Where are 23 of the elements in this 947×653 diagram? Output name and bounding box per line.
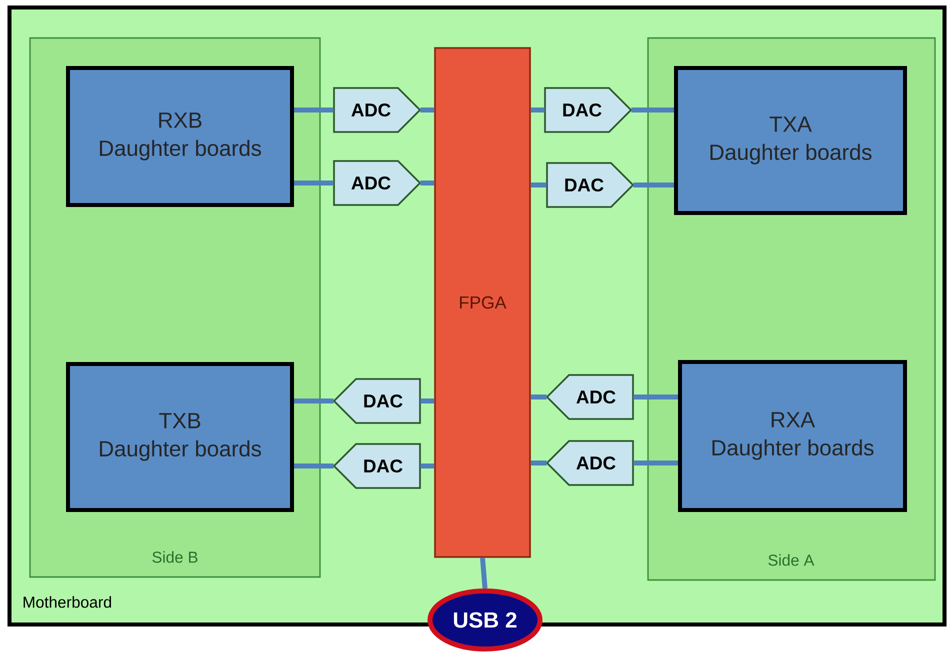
connector-line [420,464,434,468]
daughter-board-box: TXB Daughter boards [66,362,294,512]
connector-line [530,182,547,188]
connector-line [530,108,545,112]
connector-line [420,108,434,112]
daughter-board-box: TXA Daughter boards [674,66,907,215]
connector-line [294,180,334,186]
connector-line [294,108,334,112]
connector-line [420,180,434,186]
connector-line [633,182,674,188]
connector-line [294,398,334,404]
usb-port: USB 2 [428,588,542,652]
connector-line [631,108,674,112]
fpga-block: FPGA [434,47,531,558]
connector-line [480,558,488,589]
connector-line [633,460,678,466]
connector-line [294,464,334,468]
connector-line [633,394,678,400]
daughter-board-box: RXA Daughter boards [678,360,907,512]
connector-line [420,398,434,404]
connector-line [530,460,547,466]
connector-line [530,394,547,400]
daughter-board-box: RXB Daughter boards [66,66,294,207]
